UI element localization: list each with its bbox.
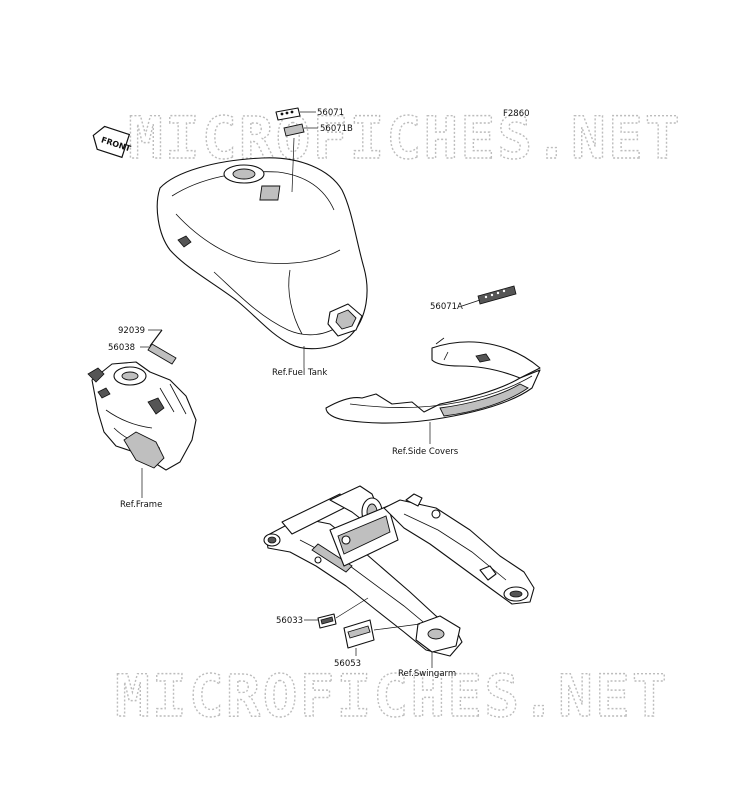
label-56033 — [304, 597, 369, 629]
side-covers — [325, 337, 541, 424]
ref-side-covers: Ref.Side Covers — [392, 447, 459, 457]
decal-56071 — [275, 107, 316, 121]
swingarm — [263, 485, 535, 657]
front-arrow-icon: FRONT — [92, 125, 132, 159]
part-number-56071b: 56071B — [320, 124, 353, 134]
ref-frame: Ref.Frame — [120, 500, 162, 510]
leader-tank-decal — [291, 137, 295, 193]
part-56038-label-strip — [140, 343, 177, 365]
part-number-56053: 56053 — [334, 659, 361, 669]
part-number-56033: 56033 — [276, 616, 303, 626]
figure-code: F2860 — [503, 109, 530, 119]
decal-56071a — [461, 285, 517, 307]
part-92039-rivet — [148, 329, 163, 347]
part-number-92039: 92039 — [118, 326, 145, 336]
watermark-bottom: MICROFICHES.NET — [115, 662, 669, 730]
frame — [87, 361, 197, 471]
ref-swingarm: Ref.Swingarm — [398, 669, 456, 679]
label-56053 — [343, 619, 421, 656]
fuel-tank — [156, 157, 368, 350]
part-number-56038: 56038 — [108, 343, 135, 353]
watermark-top: MICROFICHES.NET — [128, 104, 682, 172]
part-number-56071a: 56071A — [430, 302, 463, 312]
decal-56071b — [283, 123, 318, 137]
part-number-56071: 56071 — [317, 108, 344, 118]
ref-fuel-tank: Ref.Fuel Tank — [272, 368, 327, 378]
